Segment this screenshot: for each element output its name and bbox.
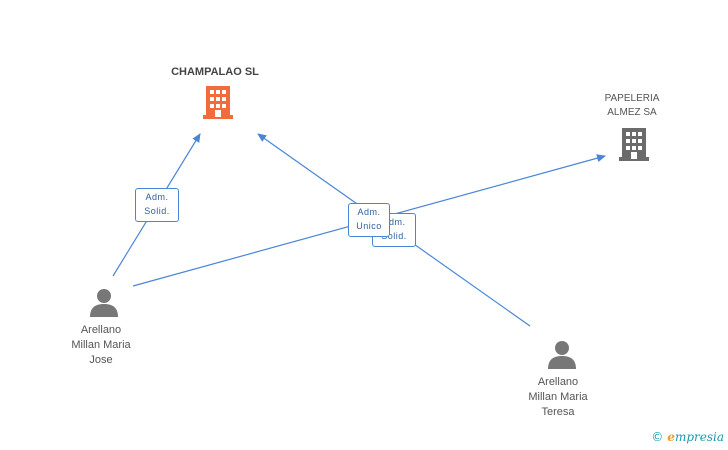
- brand-name: mpresia: [674, 430, 724, 444]
- building-icon[interactable]: [203, 86, 233, 119]
- edge-label-line: Adm.: [382, 217, 406, 227]
- edge-label-line: Solid.: [144, 206, 170, 216]
- edge-label-adm-unico: Adm. Unico: [348, 203, 390, 237]
- company-name-champalao[interactable]: CHAMPALAO SL: [171, 66, 259, 78]
- brand-initial: e: [667, 430, 675, 444]
- company-name-line: ALMEZ SA: [607, 107, 657, 118]
- building-icon[interactable]: [619, 128, 649, 161]
- person-name-line: Millan Maria: [528, 391, 588, 403]
- person-icon[interactable]: [90, 289, 118, 317]
- edge-label-line: Unico: [356, 221, 382, 231]
- edge-label-line: Adm.: [145, 192, 169, 202]
- person-name-line: Millan Maria: [71, 339, 131, 351]
- company-name-papeleria[interactable]: PAPELERIA ALMEZ SA: [582, 92, 682, 120]
- edge-label-adm-solid: Adm. Solid.: [135, 188, 179, 222]
- person-icon[interactable]: [548, 341, 576, 369]
- edge-label-line: Solid.: [381, 231, 407, 241]
- person-name-teresa[interactable]: Arellano Millan Maria Teresa: [512, 375, 604, 420]
- edge-label-line: Adm.: [357, 207, 381, 217]
- person-name-jose[interactable]: Arellano Millan Maria Jose: [55, 323, 147, 368]
- person-name-line: Jose: [89, 354, 113, 366]
- company-name-line: PAPELERIA: [604, 93, 660, 104]
- empresia-logo[interactable]: ©empresia: [651, 430, 724, 444]
- copyright-symbol: ©: [651, 430, 664, 444]
- person-name-line: Arellano: [537, 376, 579, 388]
- person-name-line: Arellano: [80, 324, 122, 336]
- person-name-line: Teresa: [541, 406, 575, 418]
